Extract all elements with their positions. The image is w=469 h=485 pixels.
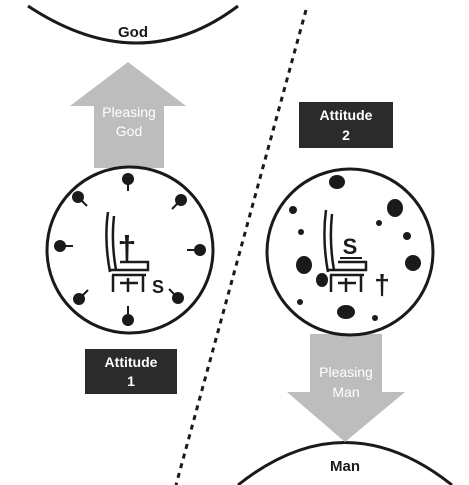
cross-icon-right: †	[374, 269, 390, 300]
attitude1-circle: † S	[47, 167, 213, 333]
pleasing-god-label-line2: God	[116, 123, 142, 139]
pleasing-man-label-line2: Man	[332, 384, 359, 400]
cross-icon-left: †	[118, 230, 137, 268]
attitude1-label-line1: Attitude	[105, 354, 158, 370]
attitude2-label-line2: 2	[342, 127, 350, 143]
self-symbol-left: S	[152, 277, 164, 297]
attitude2-circle: S †	[267, 169, 433, 335]
attitude2-label-line1: Attitude	[320, 107, 373, 123]
man-label: Man	[330, 458, 360, 475]
attitude1-badge: Attitude 1	[85, 349, 177, 394]
god-label: God	[118, 24, 148, 41]
attitude2-badge: Attitude 2	[299, 102, 393, 148]
pleasing-man-label-line1: Pleasing	[319, 364, 373, 380]
pleasing-god-label-line1: Pleasing	[102, 104, 156, 120]
attitude1-label-line2: 1	[127, 373, 135, 389]
self-symbol-right: S	[343, 234, 358, 259]
